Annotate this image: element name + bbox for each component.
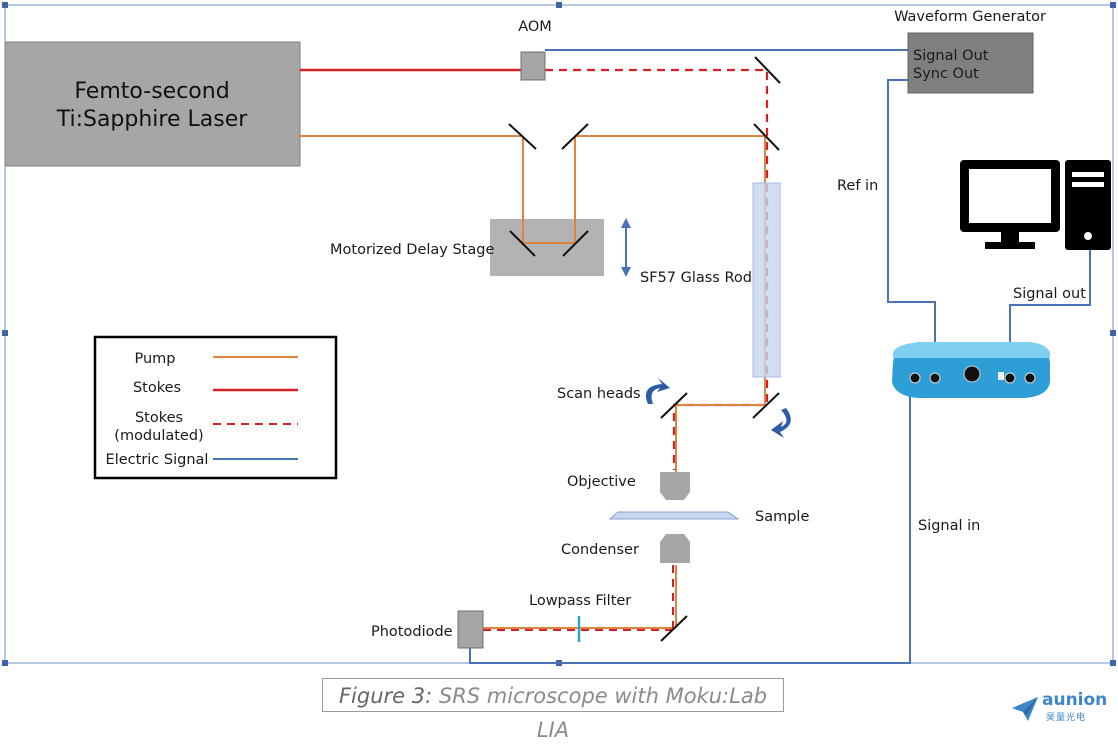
figure-caption: Figure 3: SRS microscope with Moku:Lab L… bbox=[322, 678, 784, 742]
srs-diagram: Femto-second Ti:Sapphire Laser AOM Wavef… bbox=[2, 2, 1116, 666]
objective-lens bbox=[660, 472, 690, 500]
photodiode-label: Photodiode bbox=[371, 624, 453, 640]
condenser-label: Condenser bbox=[561, 542, 639, 558]
condenser-lens bbox=[660, 534, 690, 563]
glass-rod-label: SF57 Glass Rod bbox=[640, 270, 752, 286]
scan-heads-label: Scan heads bbox=[557, 386, 641, 402]
motorized-delay-stage-label: Motorized Delay Stage bbox=[330, 242, 494, 258]
logo-subtitle: 昊量光电 bbox=[1046, 713, 1087, 723]
lowpass-filter-label: Lowpass Filter bbox=[529, 593, 631, 609]
moku-lab-device-icon bbox=[892, 342, 1050, 398]
waveform-generator-box bbox=[907, 32, 1034, 94]
legend-stokes-label: Stokes bbox=[133, 380, 181, 396]
legend: Pump Stokes Stokes (modulated) Electric … bbox=[93, 335, 338, 480]
photodiode-box bbox=[457, 610, 484, 649]
figure-number: Figure 3: bbox=[338, 684, 433, 708]
legend-pump-label: Pump bbox=[134, 351, 175, 367]
legend-box bbox=[93, 335, 338, 480]
legend-stokes-mod-label-1: Stokes bbox=[135, 410, 183, 426]
legend-electric-label: Electric Signal bbox=[106, 452, 209, 468]
laser-box bbox=[4, 41, 301, 167]
sample-label: Sample bbox=[755, 509, 809, 525]
sample-slide bbox=[608, 511, 740, 520]
rotate-left-icon bbox=[645, 378, 670, 404]
delay-arrow-icon bbox=[621, 218, 631, 277]
delay-stage-mirrors bbox=[509, 230, 589, 257]
paper-plane-icon bbox=[1012, 697, 1038, 721]
laser-label-line2: Ti:Sapphire Laser bbox=[56, 107, 249, 132]
delay-stage-pump bbox=[522, 219, 576, 244]
aom-label: AOM bbox=[518, 19, 552, 35]
aunion-logo: aunion 昊量光电 bbox=[1010, 690, 1110, 726]
stokes-modulated-lower bbox=[483, 565, 674, 631]
pump-beam bbox=[300, 135, 766, 629]
laser-label-line1: Femto-second bbox=[74, 79, 229, 104]
signal-out-port-label: Signal Out bbox=[913, 48, 989, 64]
computer-icon bbox=[960, 160, 1111, 250]
legend-stokes-mod-label-2: (modulated) bbox=[114, 428, 203, 444]
logo-name: aunion bbox=[1042, 690, 1108, 710]
electric-signal-lines bbox=[469, 49, 1091, 664]
stokes-modulated-beam bbox=[545, 68, 769, 470]
waveform-generator-title: Waveform Generator bbox=[894, 9, 1046, 25]
aom-box bbox=[520, 51, 546, 81]
signal-out-label: Signal out bbox=[1013, 286, 1086, 302]
rotate-right-icon bbox=[771, 408, 791, 438]
objective-label: Objective bbox=[567, 474, 636, 490]
sync-out-port-label: Sync Out bbox=[913, 66, 979, 82]
glass-rod bbox=[752, 182, 781, 378]
figure-caption-text: SRS microscope with Moku:Lab LIA bbox=[438, 684, 768, 742]
ref-in-label: Ref in bbox=[837, 178, 878, 194]
signal-in-label: Signal in bbox=[918, 518, 980, 534]
delay-stage-box bbox=[490, 219, 604, 276]
mirrors bbox=[508, 56, 781, 642]
